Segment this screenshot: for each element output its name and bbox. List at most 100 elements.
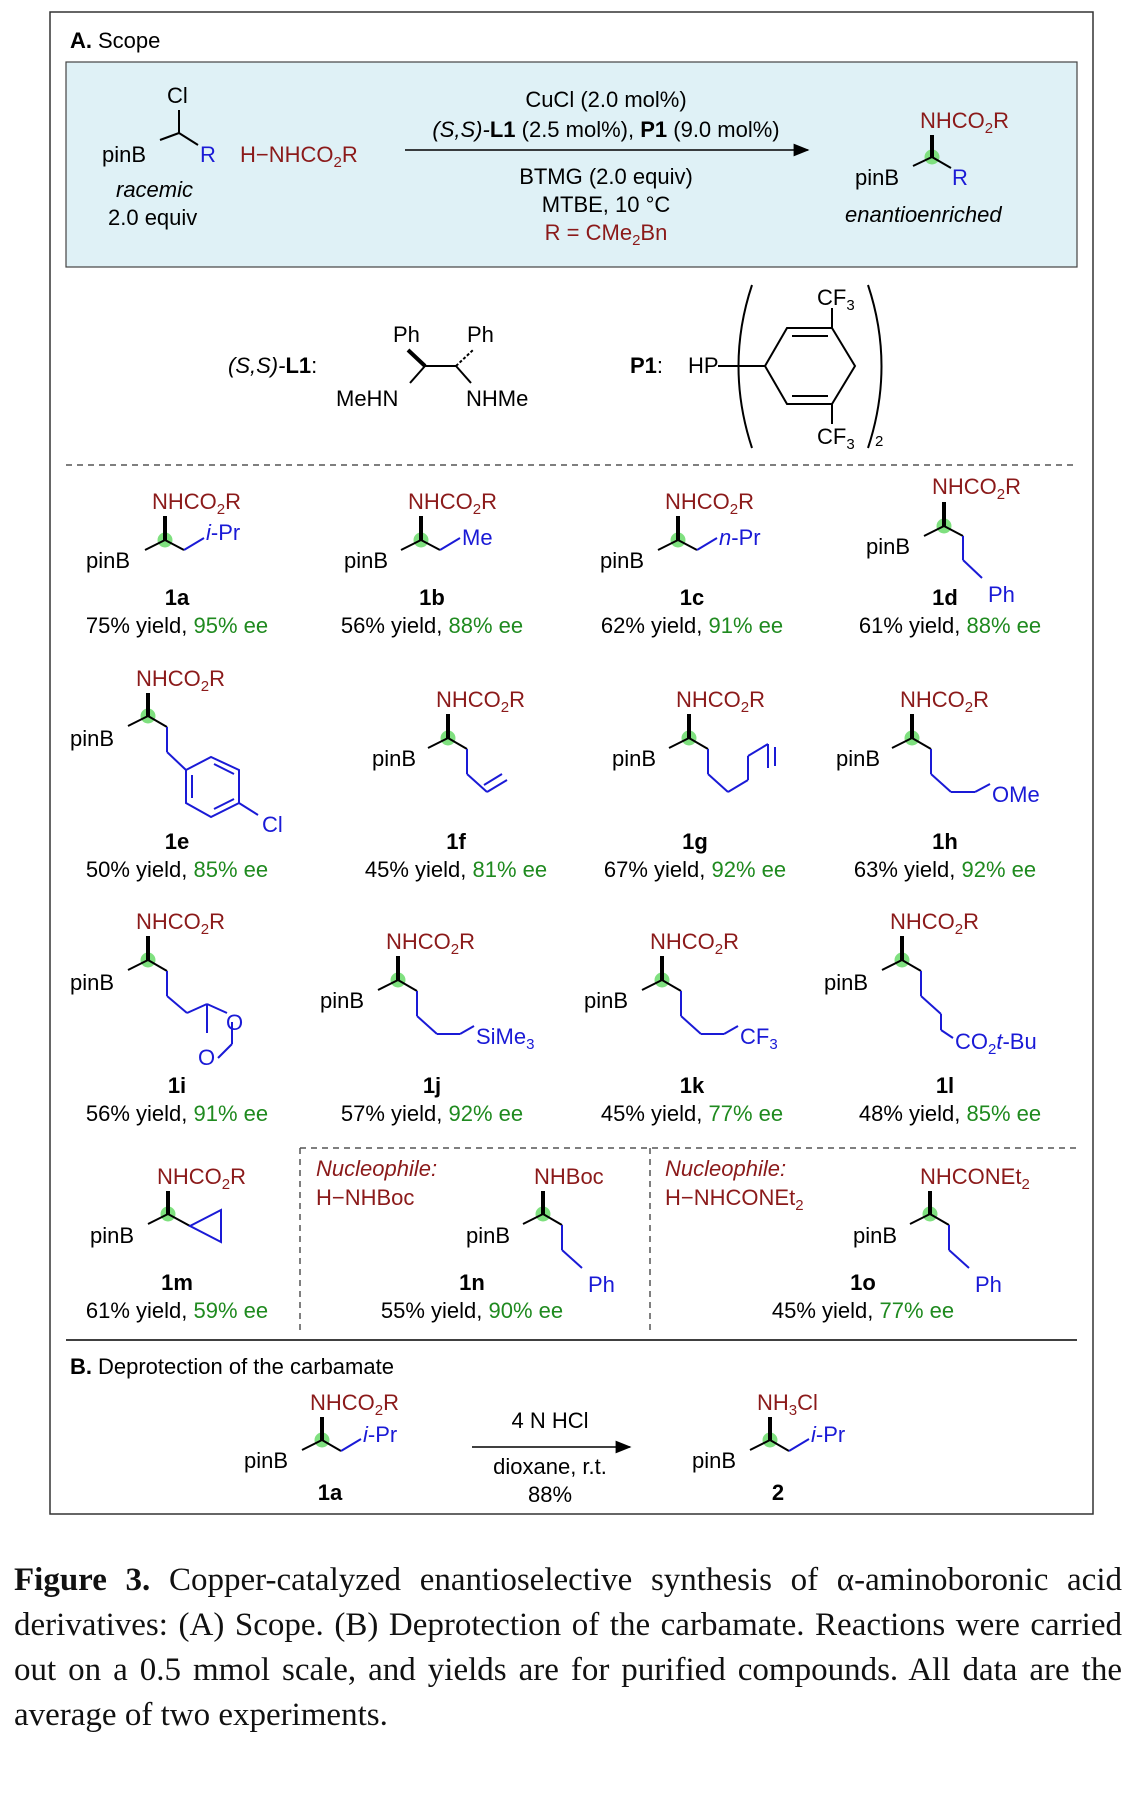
pinb-label: pinB [102, 142, 146, 167]
compound-1j: NHCO2R pinB SiMe3 1j 57% yield, 92% ee [320, 929, 534, 1126]
svg-text:1h: 1h [932, 829, 958, 854]
nucleophile-1n: H−NHBoc [316, 1185, 414, 1210]
svg-text:NHCO2R: NHCO2R [890, 909, 979, 938]
svg-text:O: O [226, 1010, 243, 1035]
svg-text:pinB: pinB [244, 1448, 288, 1473]
svg-text:1o: 1o [850, 1270, 876, 1295]
svg-text:75% yield, 95% ee: 75% yield, 95% ee [86, 613, 268, 638]
equiv-label: 2.0 equiv [108, 205, 197, 230]
svg-text:NHCO2R: NHCO2R [676, 687, 765, 716]
svg-text:NHCO2R: NHCO2R [665, 489, 754, 518]
p1-subscript-2: 2 [875, 433, 883, 450]
scheme-box [65, 61, 1078, 268]
svg-text:1c: 1c [680, 585, 704, 610]
deprotection-solvent: dioxane, r.t. [493, 1454, 607, 1479]
svg-text:1f: 1f [446, 829, 466, 854]
svg-text:48% yield, 85% ee: 48% yield, 85% ee [859, 1101, 1041, 1126]
svg-text:O: O [198, 1045, 215, 1070]
svg-text:1l: 1l [936, 1073, 954, 1098]
svg-text:CF3: CF3 [740, 1024, 778, 1053]
condition-r-definition: R = CMe2Bn [545, 220, 668, 249]
svg-text:1a: 1a [318, 1480, 343, 1505]
svg-text:1a: 1a [165, 585, 190, 610]
svg-text:NHBoc: NHBoc [534, 1164, 604, 1189]
svg-text:1n: 1n [459, 1270, 485, 1295]
caption-label: Figure 3. [14, 1562, 151, 1598]
svg-text:pinB: pinB [70, 726, 114, 751]
svg-text:i-Pr: i-Pr [206, 520, 240, 545]
svg-text:SiMe3: SiMe3 [476, 1024, 534, 1053]
svg-text:56% yield, 88% ee: 56% yield, 88% ee [341, 613, 523, 638]
enantioenriched-label: enantioenriched [845, 202, 1002, 227]
svg-text:NHCO2R: NHCO2R [136, 909, 225, 938]
svg-text:pinB: pinB [692, 1448, 736, 1473]
svg-text:NH3Cl: NH3Cl [757, 1390, 818, 1419]
svg-text:CO2t-Bu: CO2t-Bu [955, 1029, 1037, 1058]
svg-text:Ph: Ph [975, 1272, 1002, 1297]
product-nhco2r: NHCO2R [920, 108, 1009, 137]
svg-text:pinB: pinB [584, 988, 628, 1013]
svg-text:1e: 1e [165, 829, 189, 854]
svg-text:1b: 1b [419, 585, 445, 610]
svg-text:NHCO2R: NHCO2R [650, 929, 739, 958]
svg-text:45% yield, 77% ee: 45% yield, 77% ee [601, 1101, 783, 1126]
l1-mehn: MeHN [336, 386, 398, 411]
compound-1b: NHCO2R pinB Me 1b 56% yield, 88% ee [341, 489, 523, 638]
compound-1d: NHCO2R pinB Ph 1d 61% yield, 88% ee [859, 474, 1041, 638]
ligand-l1-label: (S,S)-L1: [228, 353, 317, 378]
svg-text:NHCO2R: NHCO2R [310, 1390, 399, 1419]
svg-text:pinB: pinB [320, 988, 364, 1013]
svg-text:pinB: pinB [70, 970, 114, 995]
figure-frame [49, 11, 1094, 1515]
condition-base: BTMG (2.0 equiv) [519, 164, 693, 189]
deprotection-start-1a: NHCO2R pinB i-Pr 1a [244, 1390, 399, 1505]
compound-1n: Nucleophile: H−NHBoc NHBoc pinB Ph 1n 55… [316, 1156, 615, 1323]
racemic-label: racemic [116, 177, 193, 202]
svg-text:NHCONEt2: NHCONEt2 [920, 1164, 1030, 1193]
compound-1k: NHCO2R pinB CF3 1k 45% yield, 77% ee [584, 929, 783, 1126]
svg-text:57% yield, 92% ee: 57% yield, 92% ee [341, 1101, 523, 1126]
svg-text:pinB: pinB [824, 970, 868, 995]
electrophile-structure: Cl pinB R racemic 2.0 equiv [102, 83, 216, 230]
svg-text:pinB: pinB [90, 1223, 134, 1248]
svg-text:pinB: pinB [612, 746, 656, 771]
condition-solvent: MTBE, 10 °C [542, 192, 671, 217]
svg-text:OMe: OMe [992, 782, 1040, 807]
nucleophile-label-1n: Nucleophile: [316, 1156, 437, 1181]
svg-text:1m: 1m [161, 1270, 193, 1295]
svg-text:i-Pr: i-Pr [363, 1422, 397, 1447]
svg-text:61% yield, 88% ee: 61% yield, 88% ee [859, 613, 1041, 638]
l1-ph-right: Ph [467, 322, 494, 347]
product-r: R [952, 165, 968, 190]
compound-1c: NHCO2R pinB n-Pr 1c 62% yield, 91% ee [600, 489, 783, 638]
nucleophile-1o: H−NHCONEt2 [665, 1185, 804, 1214]
compound-1o: Nucleophile: H−NHCONEt2 NHCONEt2 pinB Ph… [665, 1156, 1030, 1323]
caption-text: Copper-catalyzed enantioselective synthe… [14, 1562, 1122, 1733]
compound-1f: NHCO2R pinB 1f 45% yield, 81% ee [365, 687, 547, 882]
l1-ph-left: Ph [393, 322, 420, 347]
section-b-heading: B.Deprotection of the carbamate [70, 1354, 394, 1379]
svg-text:NHCO2R: NHCO2R [436, 687, 525, 716]
svg-text:1j: 1j [423, 1073, 441, 1098]
svg-text:n-Pr: n-Pr [719, 525, 761, 550]
deprotection-reagent: 4 N HCl [511, 1408, 588, 1433]
nucleophile-label: H−NHCO2R [240, 142, 358, 171]
p1-cf3-bottom: CF3 [817, 424, 855, 453]
compound-1g: NHCO2R pinB 1g 67% yield, 92% ee [604, 687, 786, 882]
svg-text:pinB: pinB [86, 548, 130, 573]
svg-text:pinB: pinB [836, 746, 880, 771]
compound-1e: NHCO2R pinB Cl 1e 50% yield, 85% ee [70, 666, 283, 882]
compound-1a: NHCO2R pinB i-Pr 1a 75% yield, 95% ee [86, 489, 268, 638]
compound-1h: NHCO2R pinB OMe 1h 63% yield, 92% ee [836, 687, 1040, 882]
svg-text:2: 2 [772, 1480, 784, 1505]
svg-text:NHCO2R: NHCO2R [157, 1164, 246, 1193]
compound-1i: NHCO2R pinB O O 1i 56% yield, 91% ee [70, 909, 268, 1126]
svg-text:Me: Me [462, 525, 493, 550]
nucleophile-label-1o: Nucleophile: [665, 1156, 786, 1181]
svg-text:pinB: pinB [853, 1223, 897, 1248]
svg-text:NHCO2R: NHCO2R [900, 687, 989, 716]
svg-text:56% yield, 91% ee: 56% yield, 91% ee [86, 1101, 268, 1126]
deprotection-product-2: NH3Cl pinB i-Pr 2 [692, 1390, 845, 1505]
svg-text:1k: 1k [680, 1073, 705, 1098]
svg-text:NHCO2R: NHCO2R [136, 666, 225, 695]
